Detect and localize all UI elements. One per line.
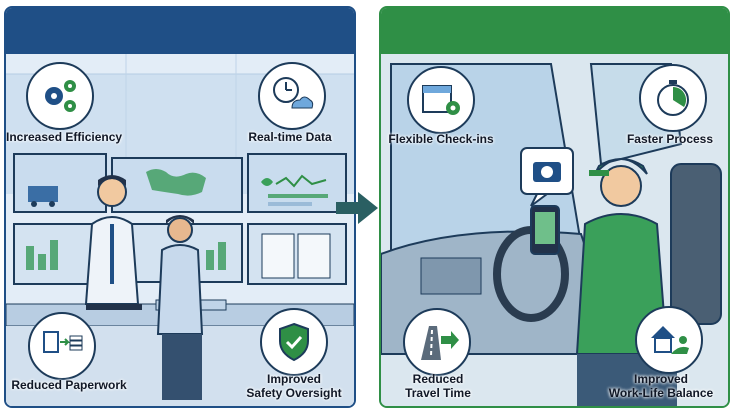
stopwatch-icon bbox=[657, 80, 689, 116]
calendar-pin-icon bbox=[422, 85, 460, 115]
benefit-label-worklife: Improved Work-Life Balance bbox=[608, 372, 714, 400]
arrow-right-icon bbox=[336, 192, 378, 224]
clock-cloud-icon bbox=[273, 77, 314, 109]
documents-stack-icon bbox=[43, 331, 83, 353]
benefit-label-efficiency: Increased Efficiency bbox=[6, 130, 123, 144]
shield-check-icon bbox=[279, 322, 309, 362]
benefit-label-faster: Faster Process bbox=[626, 132, 714, 146]
clock-cloud-icon-badge bbox=[258, 62, 326, 130]
documents-stack-icon-badge bbox=[28, 312, 96, 380]
gears-icon bbox=[45, 80, 76, 112]
road-arrow-icon bbox=[421, 326, 459, 360]
home-relax-icon bbox=[651, 326, 689, 354]
truck-panel: Flexible Check-ins Faster Process Reduce… bbox=[379, 6, 730, 408]
benefit-label-travel: Reduced Travel Time bbox=[405, 372, 471, 400]
road-arrow-icon-badge bbox=[403, 308, 471, 376]
office-header-bar bbox=[6, 8, 354, 54]
truck-header-bar bbox=[381, 8, 728, 54]
calendar-pin-icon-badge bbox=[407, 66, 475, 134]
stopwatch-icon-badge bbox=[639, 64, 707, 132]
benefit-label-realtime: Real-time Data bbox=[248, 130, 332, 144]
benefit-label-paperwork: Reduced Paperwork bbox=[11, 378, 127, 392]
benefit-label-checkins: Flexible Check-ins bbox=[388, 132, 494, 146]
gears-icon-badge bbox=[26, 62, 94, 130]
home-relax-icon-badge bbox=[635, 306, 703, 374]
benefit-label-safety: Improved Safety Oversight bbox=[246, 372, 342, 400]
shield-check-icon-badge bbox=[260, 308, 328, 376]
office-panel: Increased Efficiency Real-time Data Redu… bbox=[4, 6, 356, 408]
